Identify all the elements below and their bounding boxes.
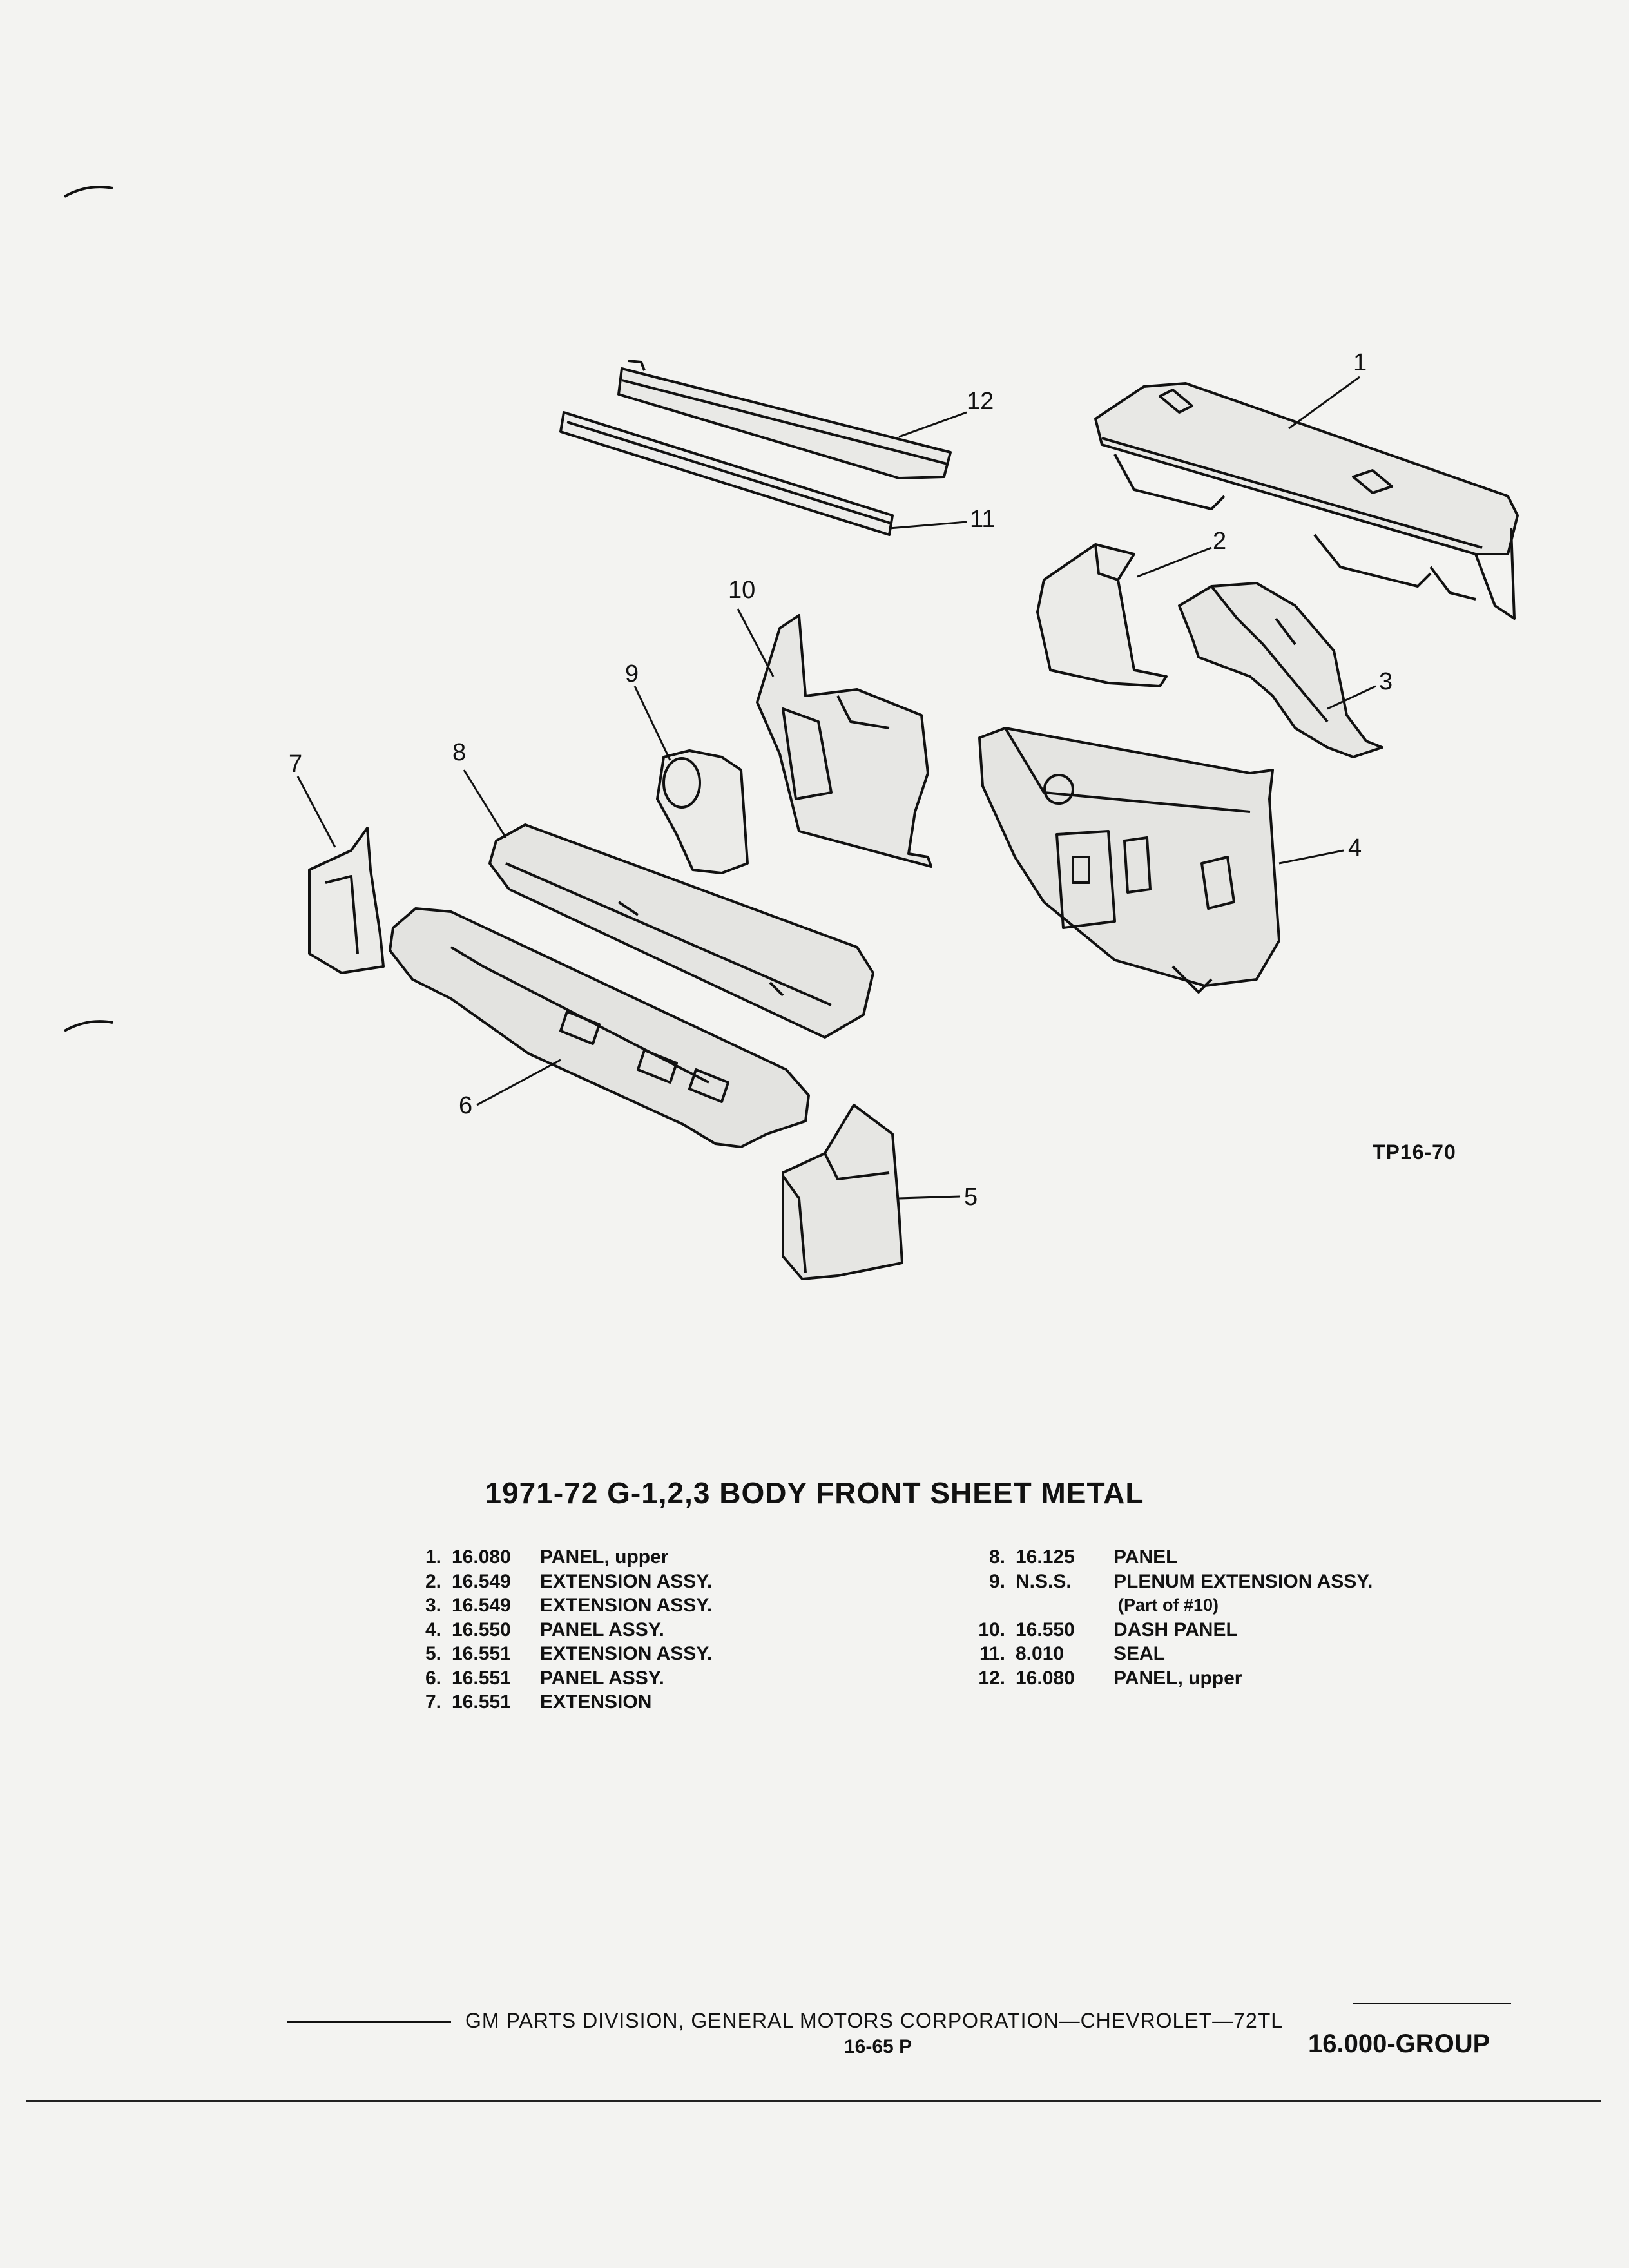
margin-mark-1 (64, 186, 113, 198)
callout-5: 5 (964, 1184, 978, 1211)
exploded-parts-diagram: 1 2 3 4 5 6 7 8 9 10 11 12 (64, 186, 1519, 1280)
footer-rule-left (287, 2021, 451, 2023)
callout-1: 1 (1353, 349, 1367, 376)
part-7-extension (308, 827, 385, 974)
part-10-dash-panel (756, 614, 932, 868)
part-9-plenum-extension-assy (656, 749, 749, 874)
callout-leaders (296, 376, 1376, 1200)
footer-rule-right (1353, 2003, 1511, 2004)
bottom-rule (26, 2100, 1601, 2102)
callout-2: 2 (1213, 528, 1226, 555)
legend-item: 9.N.S.S.PLENUM EXTENSION ASSY. (988, 1570, 1373, 1592)
page-number: 16-65 P (844, 2036, 912, 2057)
part-6-panel-assy (389, 907, 810, 1148)
callout-7: 7 (289, 751, 302, 778)
legend-item-note: (Part of #10) (1118, 1595, 1219, 1615)
margin-mark-2 (64, 1020, 113, 1032)
part-12-panel-upper (617, 360, 952, 479)
callout-labels: 1 2 3 4 5 6 7 8 9 10 11 12 (289, 349, 1393, 1211)
figure-reference: TP16-70 (1373, 1140, 1456, 1164)
page-title: 1971-72 G-1,2,3 BODY FRONT SHEET METAL (485, 1476, 1144, 1510)
part-5-extension-assy (782, 1104, 903, 1280)
footer-publisher: GM PARTS DIVISION, GENERAL MOTORS CORPOR… (465, 2009, 1284, 2032)
part-11-seal (559, 411, 894, 536)
part-2-extension-assy (1036, 543, 1168, 687)
callout-9: 9 (625, 660, 639, 687)
part-3-extension-assy (1178, 582, 1383, 758)
callout-3: 3 (1379, 668, 1393, 695)
callout-11: 11 (970, 506, 995, 533)
part-8-panel (488, 823, 874, 1039)
part-4-panel-assy (978, 727, 1280, 994)
callout-4: 4 (1348, 834, 1362, 861)
callout-8: 8 (452, 739, 466, 766)
callout-12: 12 (967, 388, 994, 415)
callout-6: 6 (459, 1092, 472, 1119)
callout-10: 10 (728, 577, 755, 604)
group-number: 16.000-GROUP (1308, 2030, 1490, 2058)
part-1-panel-upper (1094, 382, 1519, 620)
